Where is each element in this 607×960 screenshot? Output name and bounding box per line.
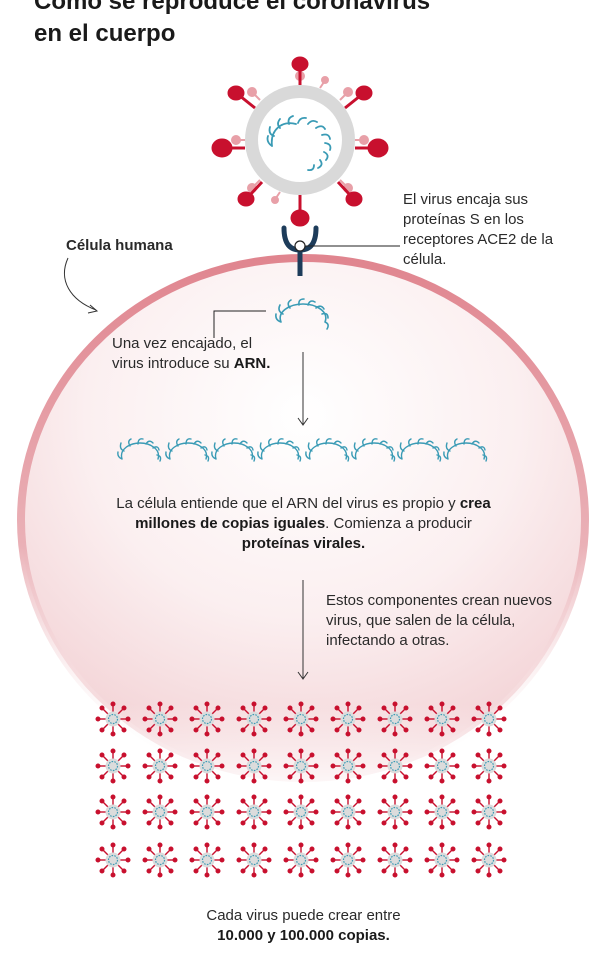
page-title: Cómo se reproduce el coronavirus en el c…	[34, 0, 554, 50]
title-line-2: en el cuerpo	[34, 20, 176, 47]
virus-copy	[424, 748, 460, 784]
rna-copy	[351, 438, 396, 462]
virus-copy	[377, 748, 413, 784]
virus-copy	[189, 794, 225, 830]
footer-text: Cada virus puede crear entre	[206, 907, 401, 924]
virus-copy	[236, 842, 272, 878]
virus-copy	[424, 701, 460, 737]
arrow-down-icon	[297, 352, 309, 426]
rna-copies-row	[117, 438, 488, 462]
rna-copy	[165, 438, 210, 462]
step-arn-bold: ARN.	[233, 355, 271, 372]
virus-copy	[236, 701, 272, 737]
rna-strand-icon	[275, 298, 329, 330]
step-arn-note: Una vez encajado, el virus introduce su …	[112, 334, 282, 374]
virus-copy	[330, 748, 366, 784]
step-copy-text-b: . Comienza a producir	[325, 515, 472, 532]
virus-copy	[236, 748, 272, 784]
title-line-1: Cómo se reproduce el coronavirus	[34, 0, 431, 15]
cell-label-pointer-head	[87, 304, 99, 314]
receptor-callout-dot	[294, 240, 306, 252]
virus-copy	[236, 794, 272, 830]
virus-copy	[95, 842, 131, 878]
footer-bold: 10.000 y 100.000 copias.	[217, 927, 390, 944]
rna-copy	[211, 438, 256, 462]
virus-copy	[377, 701, 413, 737]
virus-copy	[471, 842, 507, 878]
virus-copy	[424, 794, 460, 830]
virus-copy	[95, 748, 131, 784]
virus-copy	[283, 748, 319, 784]
step-new-virus-note: Estos componentes crean nuevos virus, qu…	[326, 592, 552, 649]
virus-copy	[471, 794, 507, 830]
step-ace2-note: El virus encaja sus proteínas S en los r…	[403, 191, 554, 268]
virus-row-3	[95, 794, 507, 830]
rna-copy	[257, 438, 302, 462]
virus-copy	[95, 794, 131, 830]
virus-copy	[283, 842, 319, 878]
rna-copy	[117, 438, 162, 462]
cell-label-pointer	[64, 257, 97, 311]
step-copy-bold-1: crea millones de copias iguales	[135, 495, 491, 532]
virus-copy	[189, 701, 225, 737]
footer-note: Cada virus puede crear entre 10.000 y 10…	[120, 906, 487, 946]
virus-copy	[189, 748, 225, 784]
arn-callout-line	[213, 310, 266, 338]
virus-copy	[283, 701, 319, 737]
rna-copy	[397, 438, 442, 462]
virus-copy	[330, 842, 366, 878]
step-copy-text-a: La célula entiende que el ARN del virus …	[116, 495, 460, 512]
arrow-down-icon-2	[297, 580, 309, 680]
virus-copy	[471, 748, 507, 784]
rna-copy	[305, 438, 350, 462]
rna-copy	[443, 438, 488, 462]
virus-row-4	[95, 842, 507, 878]
virus-copy	[424, 842, 460, 878]
step-copy-note: La célula entiende que el ARN del virus …	[100, 494, 507, 554]
coronavirus-icon	[211, 56, 389, 227]
virus-copy	[377, 842, 413, 878]
virus-copy	[142, 701, 178, 737]
virus-copy	[189, 842, 225, 878]
virus-copy	[471, 701, 507, 737]
virus-copy	[330, 701, 366, 737]
virus-copy	[330, 794, 366, 830]
step-arn-text: Una vez encajado, el virus introduce su	[112, 335, 253, 372]
virus-copy	[95, 701, 131, 737]
virus-copy	[377, 794, 413, 830]
cell-label: Célula humana	[66, 237, 173, 254]
step-copy-bold-2: proteínas virales.	[241, 535, 366, 552]
virus-copy	[142, 794, 178, 830]
virus-copy	[142, 842, 178, 878]
virus-copy	[283, 794, 319, 830]
virus-copy	[142, 748, 178, 784]
